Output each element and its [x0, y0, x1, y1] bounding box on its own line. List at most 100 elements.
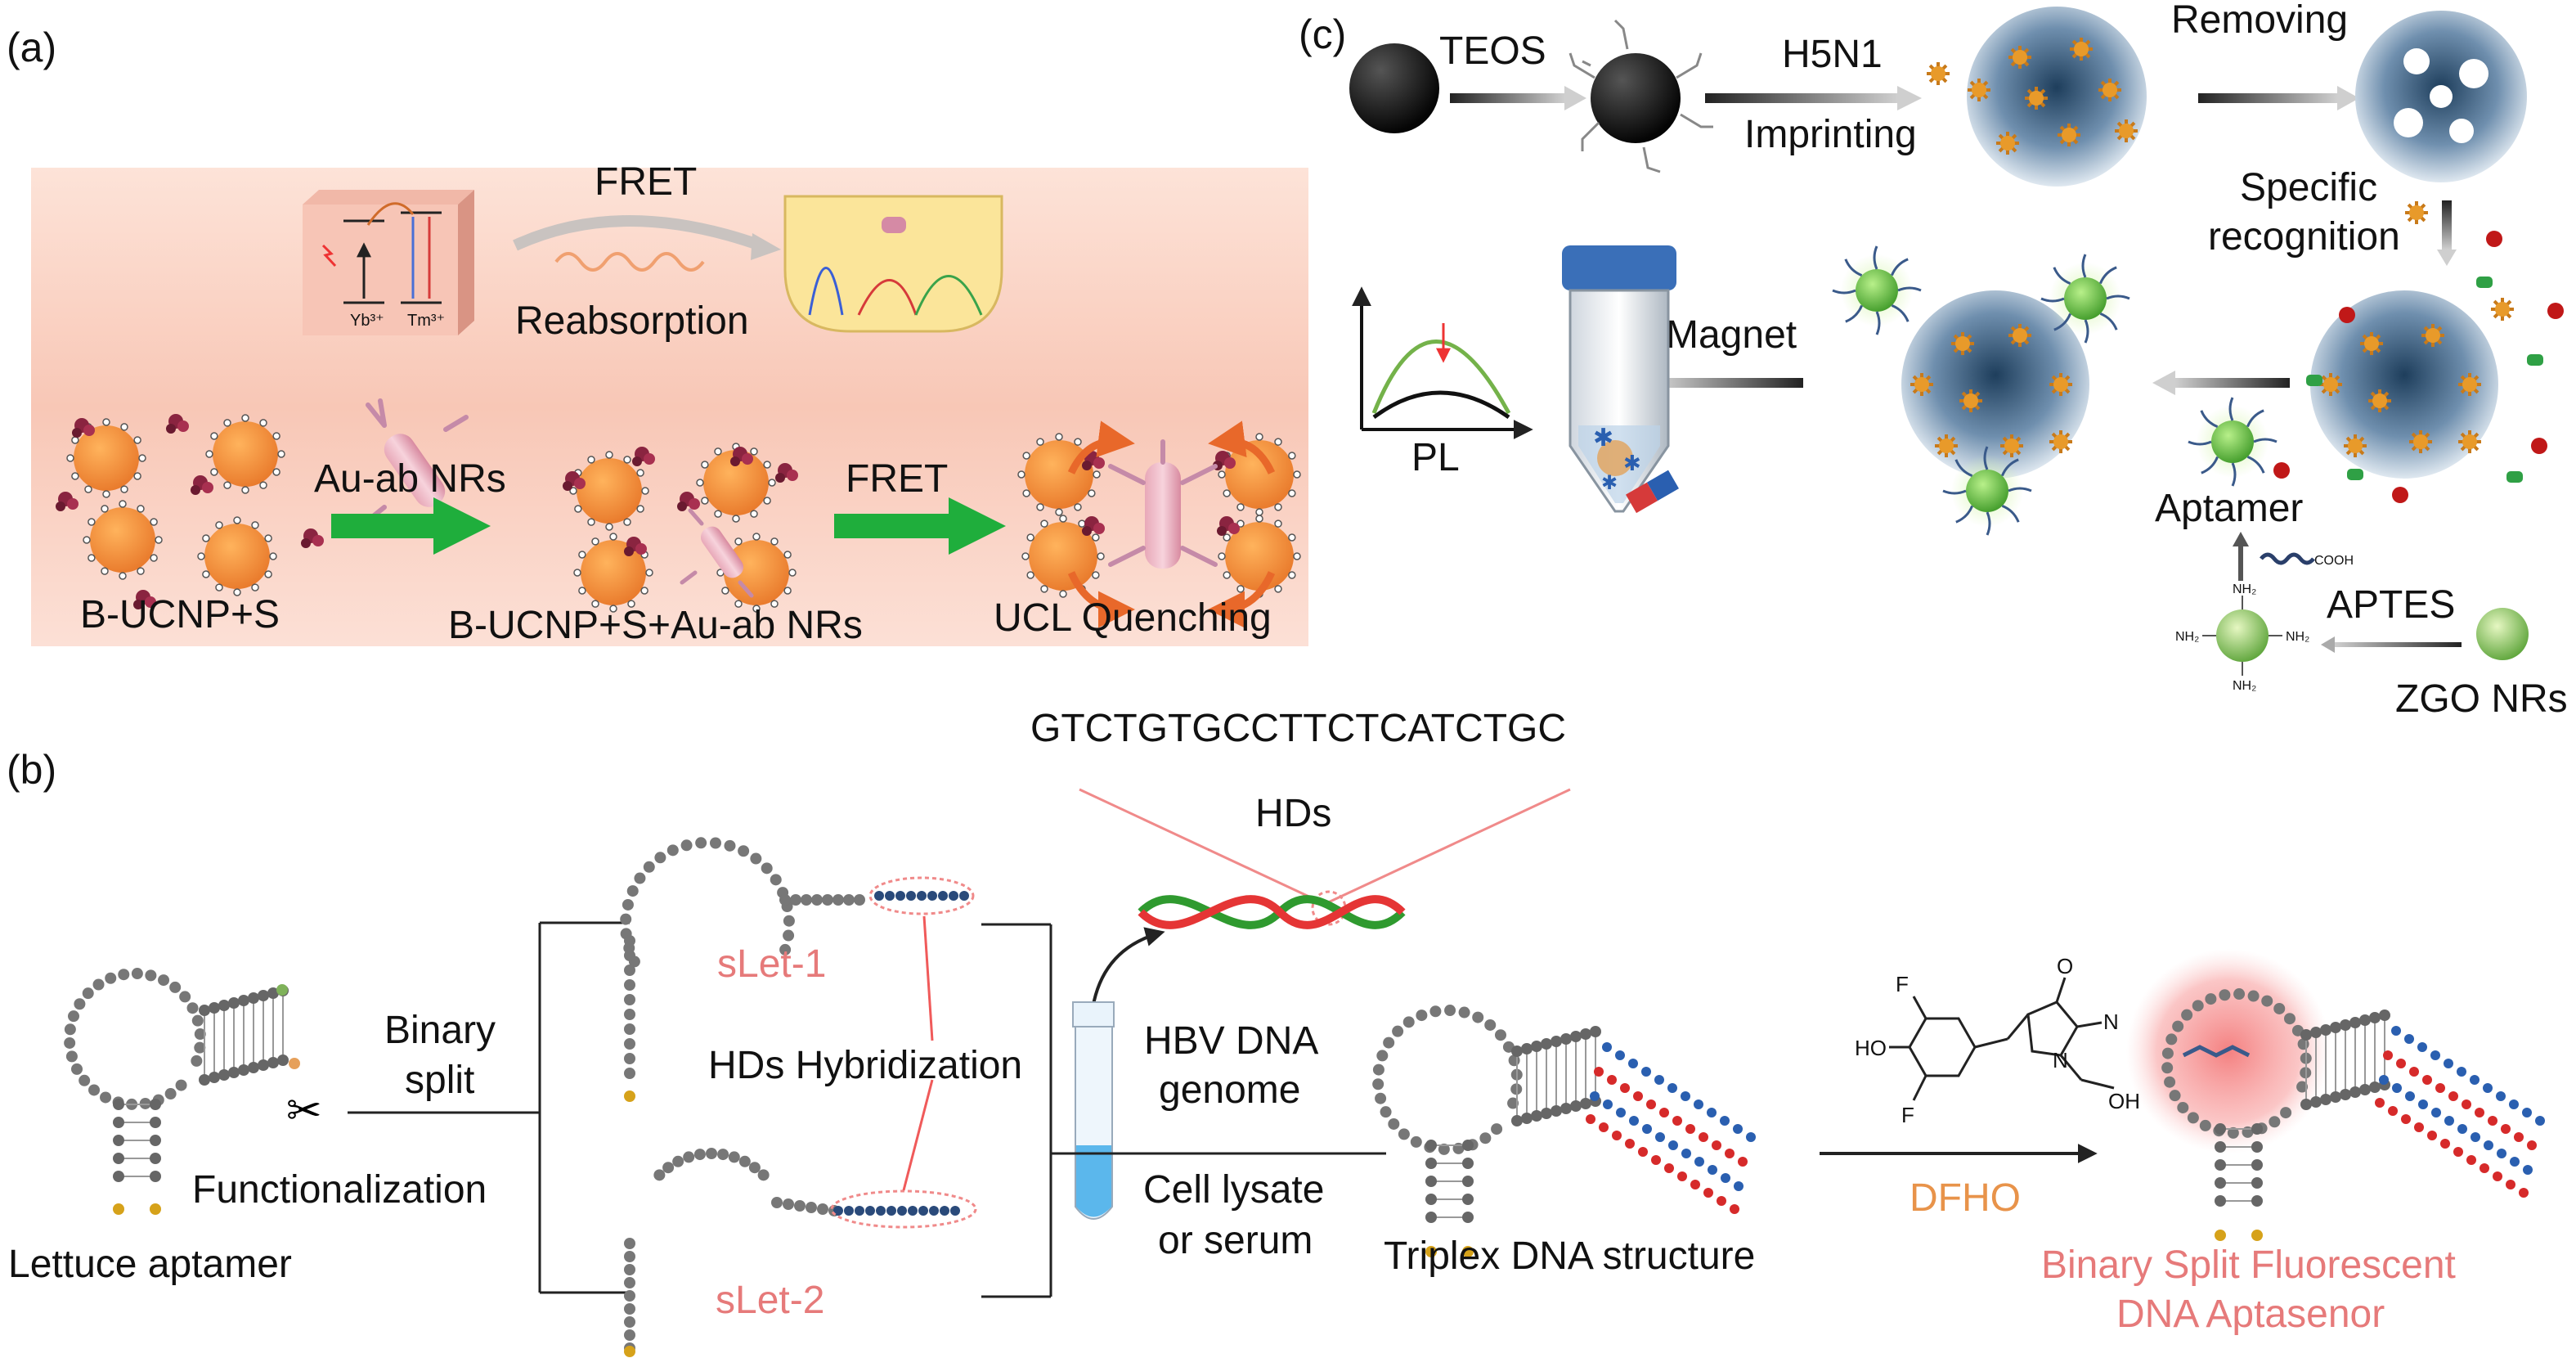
functionalization-label: Functionalization — [192, 1168, 487, 1212]
nucleotide — [1694, 1157, 1704, 1167]
nucleotide — [843, 894, 855, 906]
ligand-dot — [102, 490, 110, 498]
nucleotide — [150, 1099, 161, 1110]
ligand-dot — [277, 450, 285, 458]
ligand-dot — [155, 536, 163, 544]
nucleotide — [624, 1009, 635, 1020]
ligand-dot — [734, 600, 743, 608]
specific-label: Specific — [2240, 166, 2377, 209]
nucleotide — [1372, 1078, 1384, 1090]
nucleotide — [2453, 1147, 2463, 1157]
nucleotide — [822, 894, 833, 906]
h5n1-virus — [2372, 393, 2387, 408]
nucleotide — [150, 1203, 161, 1215]
fret-arrow-label: FRET — [846, 457, 948, 501]
aptamer-chain — [2201, 456, 2219, 474]
nucleotide — [199, 1074, 210, 1086]
ligand-dot — [215, 521, 223, 529]
wavy-emission — [554, 252, 705, 272]
nucleotide — [1425, 1140, 1437, 1151]
nucleotide — [1629, 1116, 1639, 1126]
ligand-dot — [102, 418, 110, 426]
ligand-dot — [569, 487, 577, 495]
nucleotide — [2247, 990, 2260, 1002]
nucleotide — [2349, 1086, 2361, 1098]
nucleotide — [927, 891, 937, 901]
sample-tube — [1072, 1001, 1115, 1220]
ligand-dot — [1274, 519, 1282, 528]
ligand-dot — [752, 605, 761, 613]
nucleotide — [113, 1099, 124, 1110]
h5n1-virus — [1931, 66, 1945, 81]
ligand-dot — [223, 419, 231, 427]
nucleotide — [67, 1010, 79, 1023]
ligand-dot — [269, 552, 277, 560]
target-molecule — [145, 596, 156, 608]
nucleotide — [2349, 1017, 2361, 1028]
h5n1-virus — [1939, 438, 1954, 453]
aptamer-chain — [1897, 286, 1922, 292]
nucleotide — [2484, 1140, 2493, 1150]
ligand-dot — [150, 554, 158, 562]
nucleotide — [2510, 1157, 2520, 1167]
nucleotide — [2369, 1012, 2381, 1023]
h5n1-virus — [2013, 50, 2027, 65]
nucleotide — [1699, 1132, 1708, 1142]
ligand-dot — [264, 534, 272, 542]
ligand-dot — [133, 436, 141, 444]
nucleotide — [1511, 1115, 1523, 1126]
nucleotide — [844, 1206, 854, 1216]
slet1-binding-oval — [868, 876, 975, 915]
nucleotide — [2205, 993, 2217, 1005]
nucleotide — [1615, 1050, 1625, 1060]
arrow-aptes — [2335, 642, 2462, 647]
ligand-dot — [636, 505, 644, 513]
nucleotide — [1398, 1128, 1410, 1140]
sequence-label: GTCTGTGCCTTCTCATCTGC — [1030, 707, 1566, 750]
ligand-dot — [752, 533, 761, 541]
nucleotide — [1659, 1108, 1669, 1117]
ligand-dot — [1293, 552, 1301, 560]
nucleotide — [194, 1041, 206, 1054]
panel-label-c: (c) — [1299, 11, 1346, 57]
nucleotide — [874, 891, 884, 901]
nucleotide — [2519, 1188, 2529, 1198]
nucleotide — [2496, 1091, 2506, 1101]
chem-oh: OH — [2108, 1089, 2140, 1113]
nh2-left: NH₂ — [2175, 630, 2199, 644]
target-molecule — [1093, 457, 1105, 469]
nucleotide — [1725, 1149, 1735, 1158]
nucleotide — [1580, 1098, 1591, 1109]
ligand-dot — [1288, 452, 1296, 460]
nucleotide — [1690, 1180, 1700, 1189]
aptamer-chain — [1986, 511, 1991, 536]
ligand-dot — [101, 505, 109, 513]
nucleotide — [624, 935, 635, 947]
fluorescent-aptasensor-structure — [2161, 988, 2545, 1241]
nucleotide — [1462, 1140, 1474, 1151]
nh2-bottom: NH₂ — [2233, 679, 2256, 693]
ligand-dot — [1218, 470, 1226, 479]
nucleotide — [65, 1050, 78, 1063]
slet2-binding-oval — [830, 1189, 977, 1229]
nucleotide — [150, 1135, 161, 1146]
arrow-imprinting — [1705, 93, 1897, 103]
nucleotide — [1708, 1165, 1717, 1175]
ligand-dot — [1040, 585, 1048, 593]
ligand-dot — [587, 518, 595, 526]
nucleotide — [895, 891, 905, 901]
chem-n2: N — [2053, 1048, 2068, 1072]
aptamer-chain — [2106, 295, 2130, 300]
nucleotide — [238, 1064, 249, 1076]
target-molecule — [72, 428, 82, 438]
ligand-dot — [1022, 452, 1030, 460]
nucleotide — [1402, 1016, 1415, 1028]
ligand-dot — [1255, 508, 1263, 516]
nucleotide — [1521, 1113, 1533, 1124]
nucleotide — [79, 1074, 91, 1086]
ligand-dot — [233, 588, 241, 596]
nucleotide — [2457, 1067, 2466, 1077]
aptamer-chain — [2200, 410, 2219, 429]
nucleotide — [1531, 1110, 1542, 1122]
slet1-strand — [620, 837, 969, 1102]
